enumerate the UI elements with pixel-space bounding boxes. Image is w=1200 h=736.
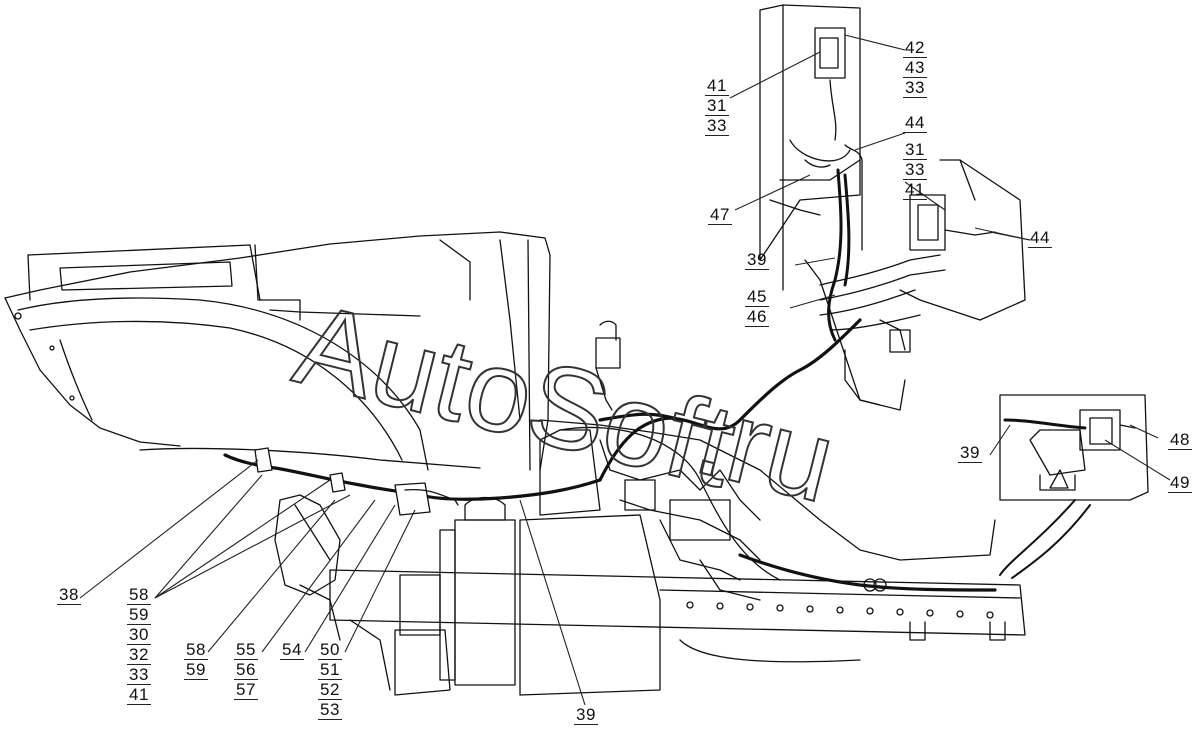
part-number: 54 [280,640,304,660]
part-number: 33 [903,78,927,98]
callout-44-right: 44 [1028,228,1052,248]
part-number: 59 [184,660,208,680]
callout-58-59: 58 59 [184,640,208,680]
callout-31-33-41: 31 33 41 [903,140,927,200]
part-number: 41 [705,76,729,96]
frame-rail [329,569,1026,663]
part-number: 58 [127,585,151,605]
part-number: 50 [318,640,342,660]
engine [539,419,996,601]
part-number: 43 [903,58,927,78]
part-number: 33 [903,160,927,180]
callout-48: 48 [1168,430,1192,450]
inset-right-harness [1003,418,1087,430]
left-components [274,494,341,641]
part-number: 56 [234,660,258,680]
callout-49: 49 [1168,473,1192,493]
watermark-text-1: AutoSoft [284,278,747,512]
part-number: 38 [57,585,81,605]
callout-39-right: 39 [958,443,982,463]
part-number: 53 [318,700,342,720]
callout-42-43-33: 42 43 33 [903,38,927,98]
inset-right [999,394,1149,501]
callout-45-46: 45 46 [745,287,769,327]
inset-upper-harness [827,168,851,342]
callout-50-51-52-53: 50 51 52 53 [318,640,342,720]
callout-44-upper: 44 [903,113,927,133]
part-number: 33 [127,665,151,685]
part-number: 39 [574,705,598,725]
part-number: 48 [1168,430,1192,450]
center-connector [595,320,621,411]
part-number: 45 [745,287,769,307]
part-number: 58 [184,640,208,660]
part-number: 51 [318,660,342,680]
part-number: 41 [903,180,927,200]
inset-upper [759,4,1026,411]
part-number: 31 [705,96,729,116]
callout-47: 47 [708,205,732,225]
callout-39-upper: 39 [745,250,769,270]
part-number: 39 [958,443,982,463]
callout-58-59-30-32-33-41: 58 59 30 32 33 41 [127,585,151,705]
part-number: 39 [745,250,769,270]
fuel-tank [349,429,661,696]
leader-lines [79,34,1171,706]
callout-55-56-57: 55 56 57 [234,640,258,700]
part-number: 57 [234,680,258,700]
callout-41-31-33: 41 31 33 [705,76,729,136]
part-number: 31 [903,140,927,160]
part-number: 52 [318,680,342,700]
callout-38: 38 [57,585,81,605]
part-number: 44 [903,113,927,133]
part-number: 30 [127,625,151,645]
part-number: 41 [127,685,151,705]
part-number: 44 [1028,228,1052,248]
part-number: 33 [705,116,729,136]
part-number: 47 [708,205,732,225]
part-number: 55 [234,640,258,660]
callout-39-bottom: 39 [574,705,598,725]
part-number: 32 [127,645,151,665]
part-number: 46 [745,307,769,327]
part-number: 49 [1168,473,1192,493]
part-number: 59 [127,605,151,625]
callout-54: 54 [280,640,304,660]
part-number: 42 [903,38,927,58]
